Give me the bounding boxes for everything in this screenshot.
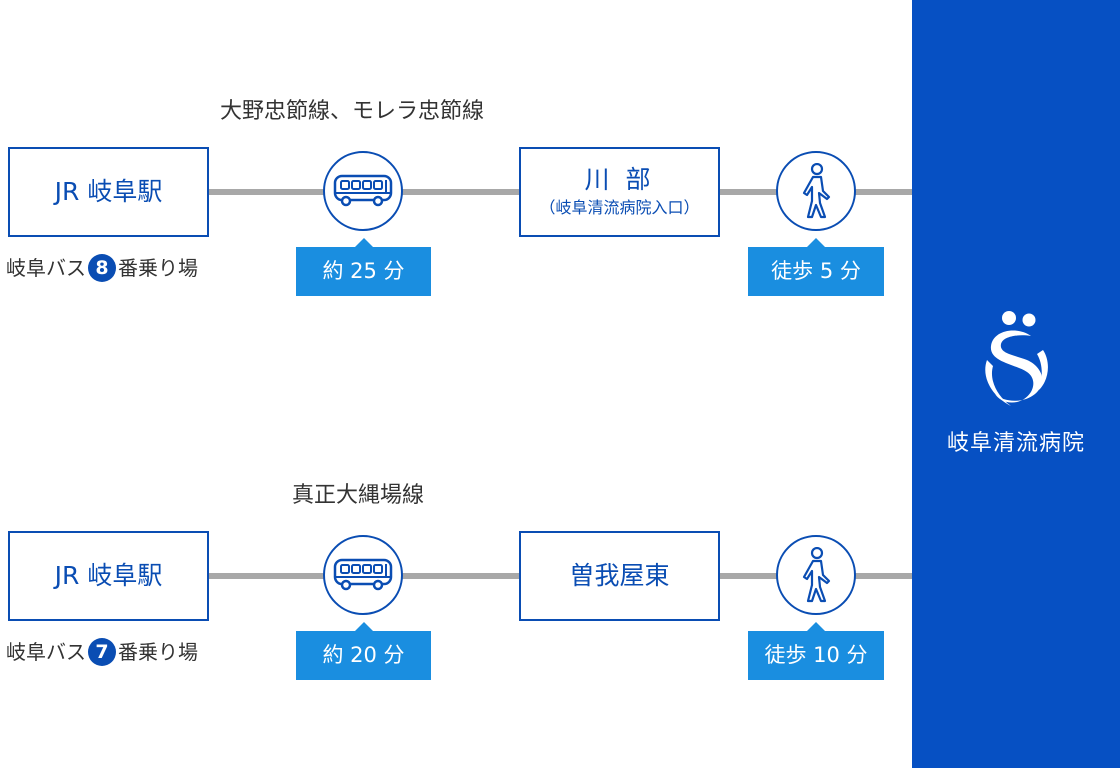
bus-stop-prefix: 岐阜バス (6, 640, 86, 664)
walking-person-icon (776, 535, 856, 615)
route-2: 真正大縄場線 JR 岐阜駅 岐阜バス 7 番乗り場 約 20 分 曽我屋東 徒歩… (0, 480, 912, 720)
bus-duration-badge: 約 20 分 (296, 622, 431, 680)
bus-line-label: 真正大縄場線 (292, 483, 425, 508)
bus-icon (323, 535, 403, 615)
walking-person-icon (776, 151, 856, 231)
transfer-stop-name: 川 部 (584, 165, 655, 194)
bus-stop-suffix: 番乗り場 (118, 640, 198, 664)
transfer-stop-name: 曽我屋東 (569, 561, 670, 590)
route-1: 大野忠節線、モレラ忠節線 JR 岐阜駅 岐阜バス 8 番乗り場 約 25 分 川… (0, 96, 912, 336)
origin-station-name: JR 岐阜駅 (54, 177, 163, 206)
walk-duration-badge: 徒歩 5 分 (748, 238, 884, 296)
bus-stop-suffix: 番乗り場 (118, 256, 198, 280)
origin-station-box: JR 岐阜駅 (8, 531, 209, 621)
transfer-stop-box: 川 部 （岐阜清流病院入口） (519, 147, 720, 237)
bus-stop-number-badge: 8 (88, 254, 116, 282)
bus-stop-number-badge: 7 (88, 638, 116, 666)
hospital-name: 岐阜清流病院 (946, 431, 1085, 456)
walk-duration-badge: 徒歩 10 分 (748, 622, 884, 680)
origin-station-name: JR 岐阜駅 (54, 561, 163, 590)
bus-stop-note: 岐阜バス 7 番乗り場 (6, 637, 198, 667)
bus-stop-prefix: 岐阜バス (6, 256, 86, 280)
transfer-stop-subtitle: （岐阜清流病院入口） (539, 198, 700, 217)
bus-icon (323, 151, 403, 231)
hospital-logo-icon (981, 310, 1053, 418)
origin-station-box: JR 岐阜駅 (8, 147, 209, 237)
hospital-destination-panel: 岐阜清流病院 (912, 0, 1120, 768)
bus-duration-badge: 約 25 分 (296, 238, 431, 296)
transfer-stop-box: 曽我屋東 (519, 531, 720, 621)
bus-stop-note: 岐阜バス 8 番乗り場 (6, 253, 198, 283)
bus-line-label: 大野忠節線、モレラ忠節線 (220, 99, 485, 124)
